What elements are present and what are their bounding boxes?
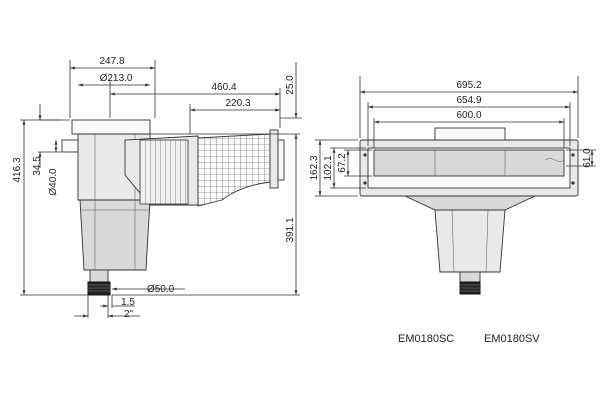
outlet-thread	[87, 281, 111, 296]
dim-front-mouth-height: 67.2	[337, 153, 348, 173]
dim-total-height: 416.3	[12, 157, 23, 182]
front-body	[434, 209, 506, 273]
dim-front-overall-height: 162.3	[309, 155, 320, 180]
dim-front-flange-height: 102.1	[323, 155, 334, 180]
front-view: 695.2 654.9 600.0 162.3 102.1 67.2 61.0	[309, 76, 596, 295]
mouth-faceplate	[277, 139, 285, 181]
skimmer-body-lower	[79, 199, 151, 271]
mouth-grid	[197, 133, 271, 207]
dim-pipe-diameter: Ø40.0	[48, 168, 59, 196]
front-outlet-neck	[459, 271, 481, 283]
dim-outlet-diameter: Ø50.0	[147, 284, 175, 295]
front-transition	[404, 195, 536, 211]
dim-pipe-offset: 34.5	[32, 156, 43, 176]
dim-front-mouth-side: 61.0	[582, 148, 593, 168]
model-code-sv: EM0180SV	[484, 333, 540, 345]
dim-top-offset: 25.0	[285, 75, 296, 95]
dim-top-width: 247.8	[99, 56, 124, 67]
dim-outlet-size: 2"	[124, 309, 134, 320]
dim-mouth-inner: 220.3	[225, 98, 250, 109]
dim-overall-width: 695.2	[456, 80, 481, 91]
dim-outlet-thread: 1.5	[121, 297, 135, 308]
dim-body-diameter: Ø213.0	[100, 73, 133, 84]
mouth-flange	[269, 129, 279, 189]
front-mouth-opening	[373, 149, 565, 177]
basket-grid	[139, 139, 189, 205]
dim-flange-width: 654.9	[456, 95, 481, 106]
skimmer-lid	[71, 119, 151, 135]
dim-body-height: 391.1	[285, 217, 296, 242]
front-top-rim	[434, 127, 506, 141]
side-pipe	[61, 139, 79, 153]
side-view: 247.8 Ø213.0 460.4 220.3 25.0 416.3 34.5…	[12, 56, 302, 320]
model-code-sc: EM0180SC	[398, 333, 454, 345]
dim-mouth-width: 600.0	[456, 110, 481, 121]
dim-mouth-length: 460.4	[211, 82, 236, 93]
outlet-neck	[89, 269, 109, 283]
